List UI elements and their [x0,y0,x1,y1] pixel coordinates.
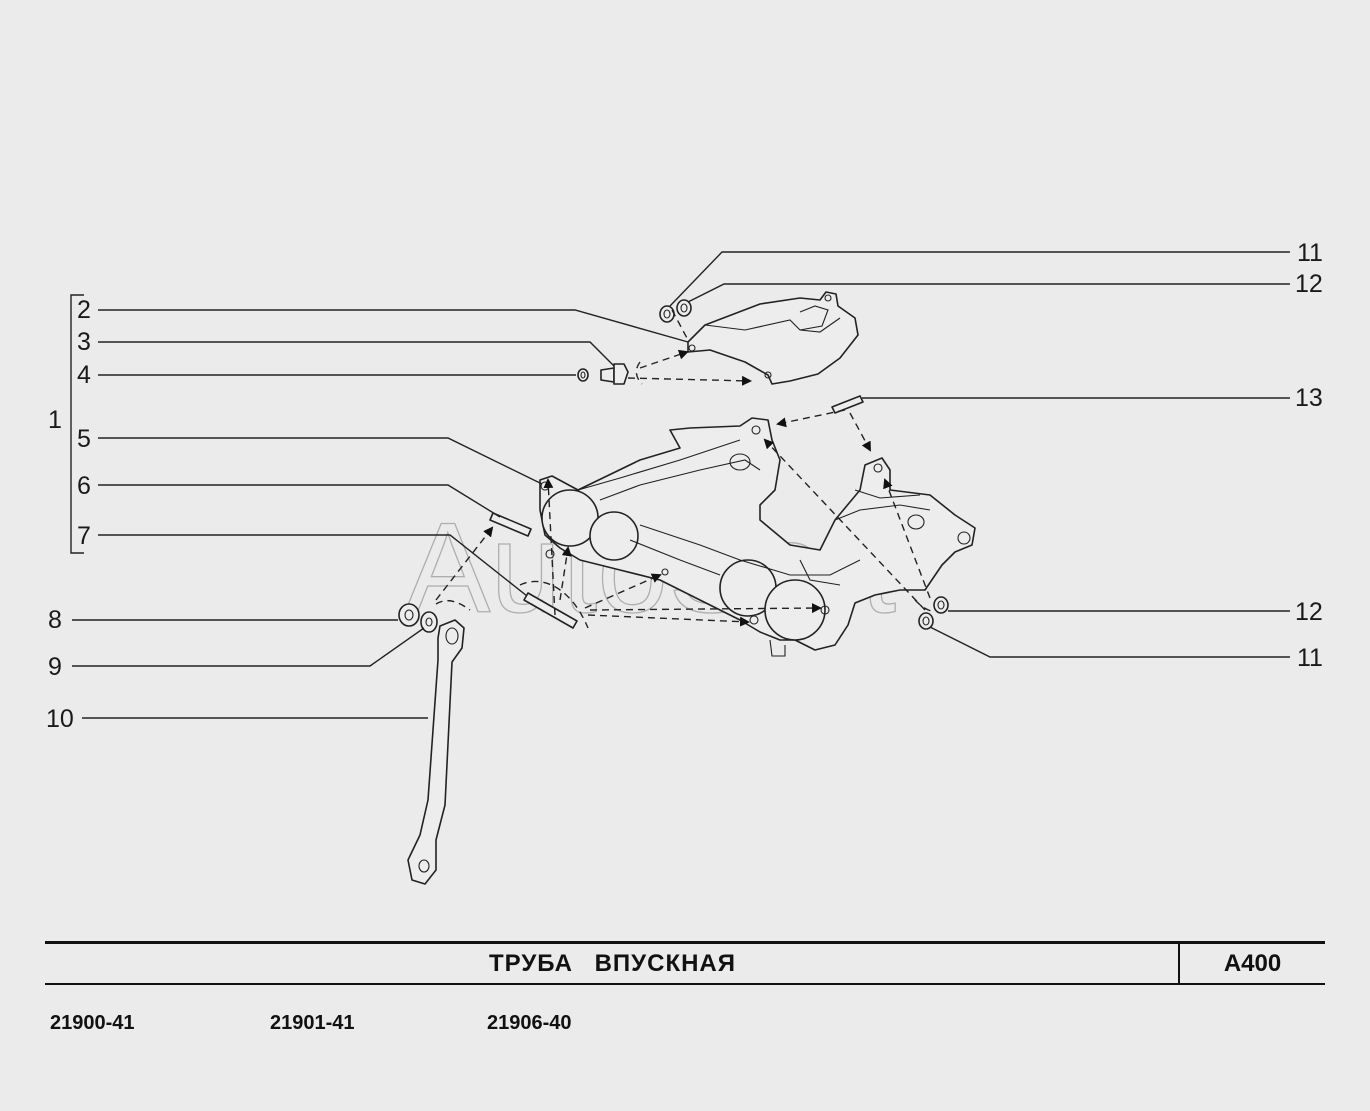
callout-11-top: 11 [1297,239,1323,267]
page-title: ТРУБА ВПУСКНАЯ [488,950,737,977]
callout-6: 6 [77,472,91,500]
nut-washer-top [659,299,692,323]
callout-10: 10 [46,705,74,733]
callout-3: 3 [77,328,91,356]
exploded-parts-diagram: AutoSoft [46,239,1323,885]
stud-6 [489,512,532,537]
model-code-2: 21901-41 [270,1012,355,1034]
nut-washer-bottom [918,596,949,630]
intake-manifold-part [539,417,976,657]
callout-13: 13 [1295,384,1323,412]
model-code-1: 21900-41 [50,1012,135,1034]
callout-8: 8 [48,606,62,634]
callout-7: 7 [77,522,91,550]
page-code: A400 [1223,950,1282,977]
callout-9: 9 [48,653,62,681]
callout-1: 1 [48,406,62,434]
stud-13 [831,395,864,414]
leader-lines [70,251,1290,719]
callout-5: 5 [77,425,91,453]
title-block: ТРУБА ВПУСКНАЯ A400 [45,941,1325,985]
title-divider [1178,944,1180,983]
callout-12-bottom: 12 [1295,598,1323,626]
support-bracket-part [407,619,465,885]
callout-labels: 1 2 3 4 5 6 7 8 9 10 11 12 13 12 11 [46,239,1323,733]
callout-2: 2 [77,296,91,324]
heat-shield-part [687,291,859,385]
callout-11-bottom: 11 [1297,644,1323,672]
callout-4: 4 [77,361,91,389]
assembly-paths [435,309,936,629]
model-code-3: 21906-40 [487,1012,572,1034]
bolt-washer [577,363,629,385]
callout-12-top: 12 [1295,270,1323,298]
nut-washer-8-9 [398,603,438,633]
